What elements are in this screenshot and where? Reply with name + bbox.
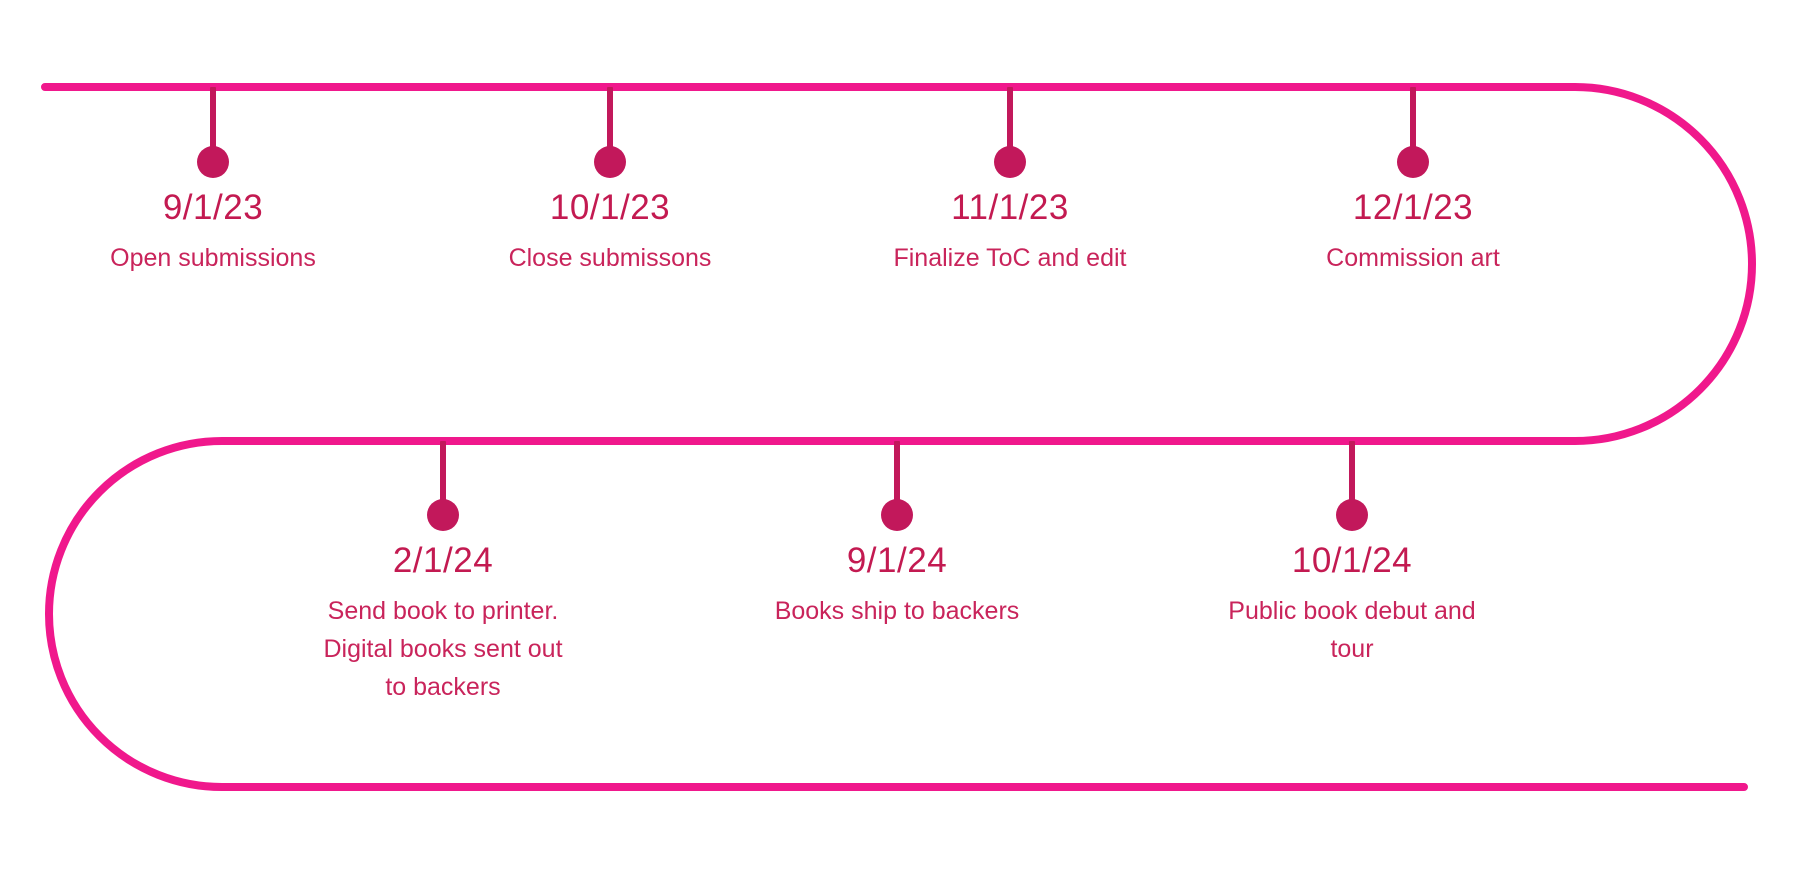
milestone-stem: [1349, 441, 1355, 515]
milestone-label-line: Books ship to backers: [774, 597, 1020, 625]
milestone-date: 10/1/23: [549, 188, 671, 227]
milestone-stem: [210, 87, 216, 162]
milestone-stem: [1410, 87, 1416, 162]
milestone-dot[interactable]: [594, 146, 626, 178]
milestone-date: 9/1/24: [846, 541, 948, 580]
milestone-dot[interactable]: [881, 499, 913, 531]
milestone-label: Public book debut and tour: [1182, 592, 1522, 668]
milestone-label-line: Public book debut and: [1228, 597, 1476, 625]
milestone-label: Books ship to backers: [727, 592, 1067, 630]
milestone-label-line: Finalize ToC and edit: [893, 244, 1127, 272]
milestone-label: Finalize ToC and edit: [840, 239, 1180, 277]
milestone-dot[interactable]: [427, 499, 459, 531]
milestone-label: Commission art: [1243, 239, 1583, 277]
milestone-date: 2/1/24: [392, 541, 494, 580]
milestone-dot[interactable]: [994, 146, 1026, 178]
milestone-label: Open submissions: [43, 239, 383, 277]
milestone-label: Close submissons: [440, 239, 780, 277]
milestone-stem: [440, 441, 446, 515]
milestone-label-line: tour: [1330, 635, 1374, 663]
milestone-label-line: Commission art: [1326, 244, 1500, 272]
milestone-date: 10/1/24: [1291, 541, 1413, 580]
milestone-date: 9/1/23: [162, 188, 264, 227]
milestone-stem: [607, 87, 613, 162]
milestone-dot[interactable]: [1397, 146, 1429, 178]
milestone-date: 11/1/23: [951, 188, 1069, 227]
milestone-label: Send book to printer. Digital books sent…: [273, 592, 613, 706]
milestone-dot[interactable]: [1336, 499, 1368, 531]
milestone-label-line: Open submissions: [110, 244, 316, 272]
milestone-stem: [894, 441, 900, 515]
milestone-label-line: Send book to printer.: [327, 597, 559, 625]
milestone-dot[interactable]: [197, 146, 229, 178]
milestone-label-line: Close submissons: [508, 244, 712, 272]
milestone-stem: [1007, 87, 1013, 162]
milestone-date: 12/1/23: [1352, 188, 1474, 227]
milestone-label-line: Digital books sent out: [323, 635, 563, 663]
milestone-label-line: to backers: [385, 673, 501, 701]
